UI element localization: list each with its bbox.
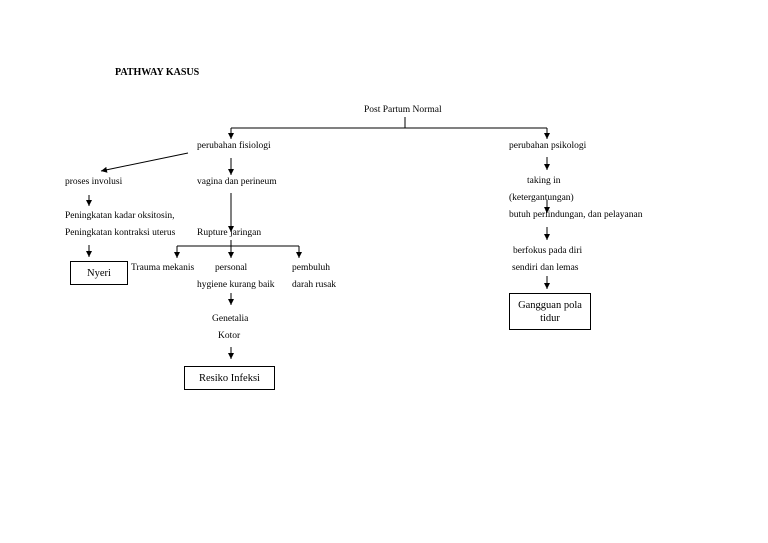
node-kadar-line1: Peningkatan kadar oksitosin, [65,211,175,221]
node-proses-involusi: proses involusi [65,177,123,187]
node-pembuluh-line2: darah rusak [292,280,337,290]
node-perubahan-psikologi: perubahan psikologi [509,141,587,151]
node-personal-line2: hygiene kurang baik [197,280,275,290]
page-title: PATHWAY KASUS [115,67,200,78]
node-berfokus-line2: sendiri dan lemas [512,263,579,273]
node-genetalia-line2: Kotor [218,331,241,341]
box-resiko-infeksi: Resiko Infeksi [184,366,275,390]
node-genetalia-line1: Genetalia [212,314,249,324]
node-butuh-perlindungan: butuh perlindungan, dan pelayanan [509,210,643,220]
node-taking-line2: (ketergantungan) [509,193,574,203]
node-pembuluh-line1: pembuluh [292,263,330,273]
node-berfokus-line1: berfokus pada diri [513,246,583,256]
box-gangguan-pola-tidur: Gangguan pola tidur [509,293,591,330]
node-rupture-jaringan: Rupture jaringan [197,228,262,238]
node-taking-line1: taking in [527,176,561,186]
gangguan-line2: tidur [540,312,560,324]
box-nyeri: Nyeri [70,261,128,285]
node-trauma-mekanis: Trauma mekanis [131,263,195,273]
gangguan-line1: Gangguan pola [518,299,582,311]
arrow-to-involusi [100,152,189,173]
node-personal-line1: personal [215,263,248,273]
node-kadar-line2: Peningkatan kontraksi uterus [65,228,176,238]
root-node: Post Partum Normal [364,105,442,115]
node-perubahan-fisiologi: perubahan fisiologi [197,141,271,151]
node-vagina-perineum: vagina dan perineum [197,177,277,187]
nyeri-label: Nyeri [87,267,111,279]
resiko-label: Resiko Infeksi [199,372,260,384]
